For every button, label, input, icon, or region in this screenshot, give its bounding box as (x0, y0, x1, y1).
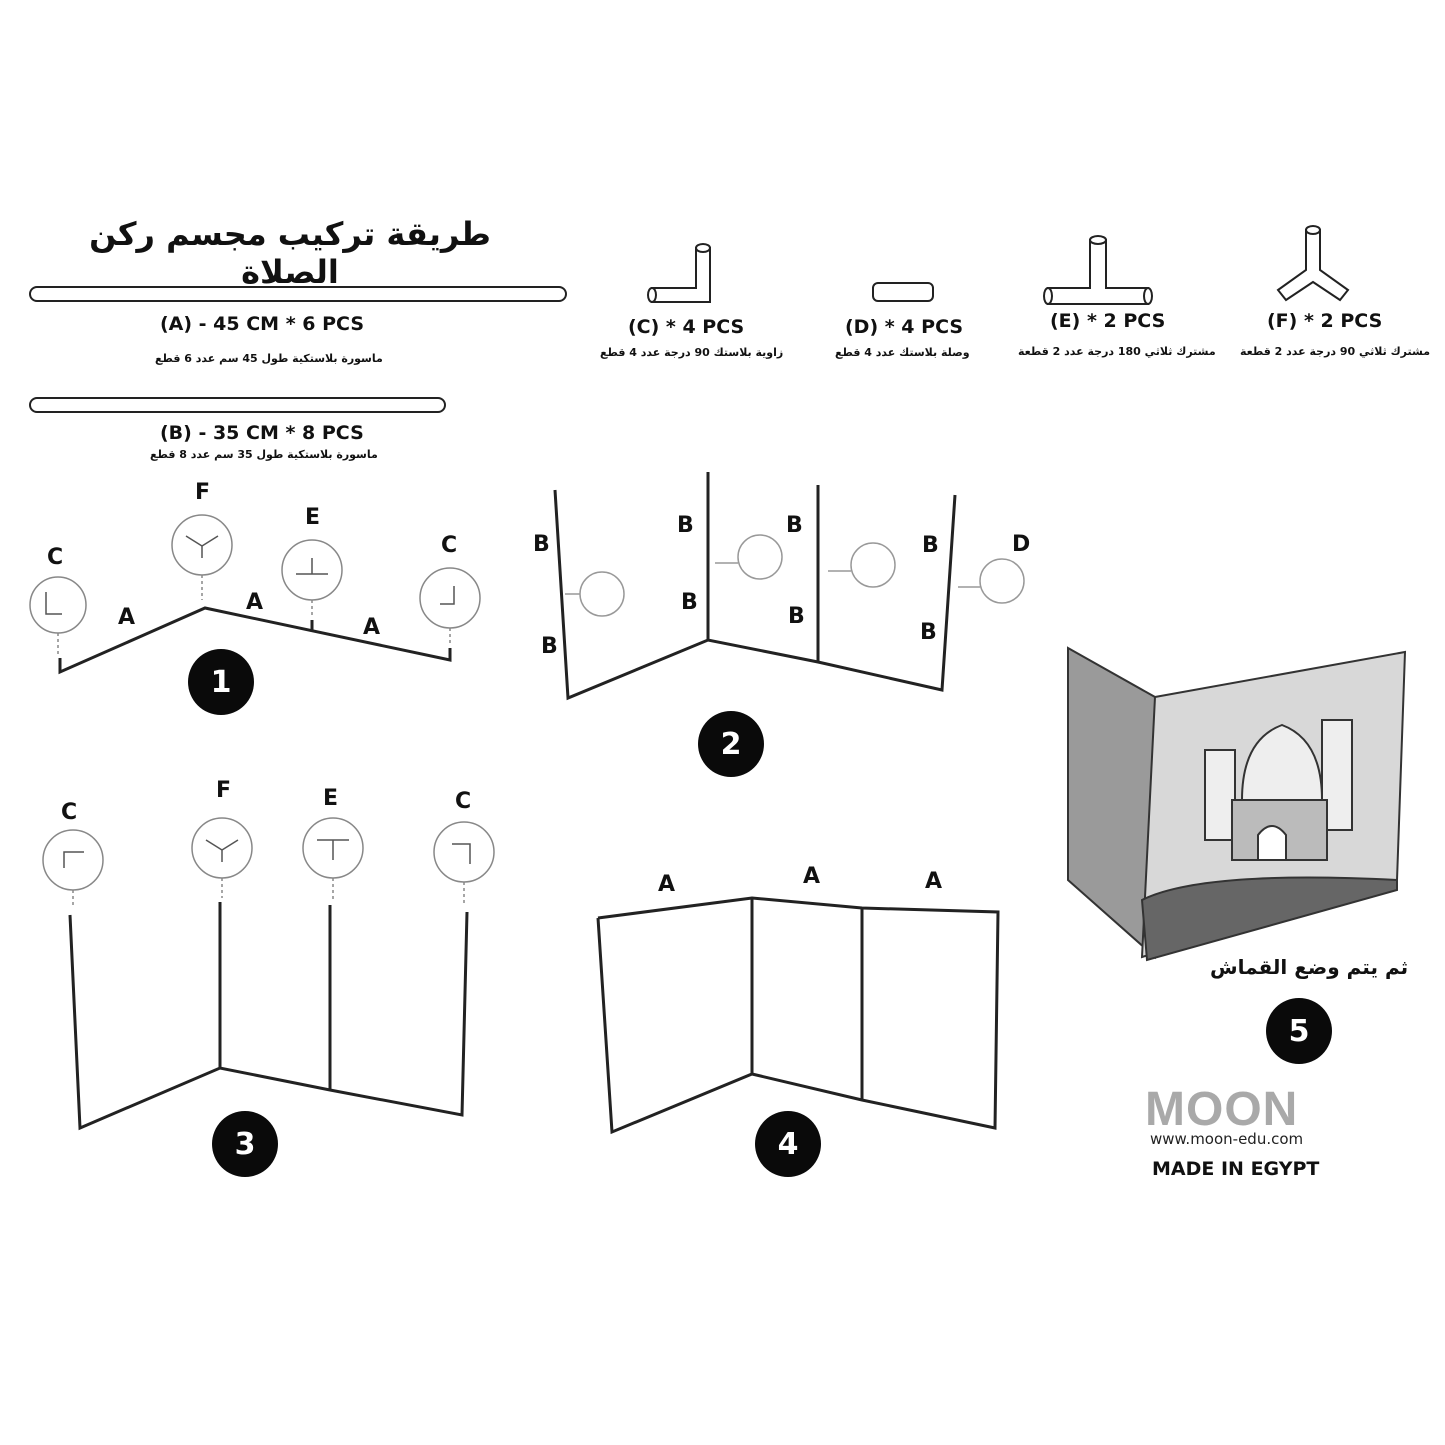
step-5-badge: 5 (1266, 998, 1332, 1064)
step1-letter-a-3: A (363, 615, 381, 640)
step4-frame (596, 896, 1000, 1135)
part-f-label: (F) * 2 PCS (1267, 310, 1383, 332)
pipe-a-icon (29, 286, 567, 302)
step2-letter-b-1: B (533, 532, 550, 557)
part-d-label: (D) * 4 PCS (845, 316, 964, 338)
tee-e-icon (1043, 235, 1153, 305)
final-step-caption: ثم يتم وضع القماش (1210, 955, 1409, 979)
elbow-c-icon (647, 243, 711, 303)
connector-d-icon (872, 282, 934, 302)
step3-letter-c-right: C (455, 789, 472, 814)
step2-letter-b-6: B (788, 604, 805, 629)
step4-letter-a-1: A (658, 872, 676, 897)
step2-letter-b-7: B (922, 533, 939, 558)
brand-website: www.moon-edu.com (1150, 1130, 1304, 1148)
step2-frame (553, 472, 957, 701)
step3-letter-f: F (216, 778, 232, 803)
part-e-description: مشترك ثلاثي 180 درجة عدد 2 قطعة (1018, 345, 1216, 358)
step4-letter-a-2: A (803, 864, 821, 889)
step1-letter-c-right: C (441, 533, 458, 558)
step-3-badge: 3 (212, 1111, 278, 1177)
step-4-badge: 4 (755, 1111, 821, 1177)
part-f-description: مشترك ثلاثي 90 درجة عدد 2 قطعة (1240, 345, 1431, 358)
step3-frame (68, 902, 469, 1131)
step2-letter-d: D (1012, 532, 1031, 557)
step2-callouts (565, 534, 1025, 617)
step4-letter-a-3: A (925, 869, 943, 894)
step-2-badge: 2 (698, 711, 764, 777)
three-way-f-icon (1276, 225, 1350, 302)
step2-letter-b-8: B (920, 620, 937, 645)
step2-letter-b-5: B (786, 513, 803, 538)
part-e-label: (E) * 2 PCS (1050, 310, 1166, 332)
step2-letter-b-3: B (677, 513, 694, 538)
step1-letter-c-left: C (47, 545, 64, 570)
step1-letter-a-1: A (118, 605, 136, 630)
step1-letter-f: F (195, 480, 211, 505)
part-a-description: ماسورة بلاستكية طول 45 سم عدد 6 قطع (155, 352, 383, 365)
pipe-b-icon (29, 397, 446, 413)
step1-frame (58, 606, 452, 675)
part-a-label: (A) - 45 CM * 6 PCS (160, 313, 364, 335)
brand-logo: MOON (1145, 1083, 1299, 1136)
step2-letter-b-4: B (681, 590, 698, 615)
part-c-label: (C) * 4 PCS (628, 316, 745, 338)
part-b-description: ماسورة بلاستكية طول 35 سم عدد 8 قطع (150, 448, 378, 461)
step1-callouts (29, 514, 481, 655)
prayer-corner-illustration (1067, 646, 1407, 962)
step-1-badge: 1 (188, 649, 254, 715)
made-in-label: MADE IN EGYPT (1152, 1158, 1320, 1180)
part-d-description: وصلة بلاستك عدد 4 قطع (835, 346, 970, 359)
part-b-label: (B) - 35 CM * 8 PCS (160, 422, 364, 444)
step1-letter-a-2: A (246, 590, 264, 615)
step3-callouts (42, 817, 495, 908)
step3-letter-e: E (323, 786, 339, 811)
step1-letter-e: E (305, 505, 321, 530)
part-c-description: زاوية بلاستك 90 درجة عدد 4 قطع (600, 346, 784, 359)
step2-letter-b-2: B (541, 634, 558, 659)
page-title: طريقة تركيب مجسم ركن الصلاة (89, 215, 491, 291)
step3-letter-c-left: C (61, 800, 78, 825)
